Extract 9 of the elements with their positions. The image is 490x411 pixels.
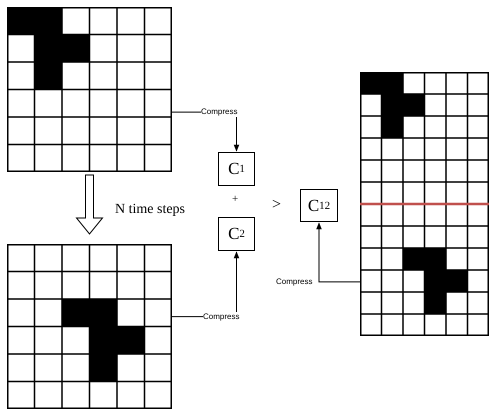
edge-label: Compress xyxy=(201,107,238,117)
grid-drawing xyxy=(7,244,172,409)
grid-drawing xyxy=(7,7,172,172)
grid-drawing xyxy=(360,72,489,336)
edge-label: N time steps xyxy=(115,202,185,218)
block-arrow xyxy=(75,174,104,235)
edge-label: Compress xyxy=(203,312,240,322)
edge-label: Compress xyxy=(276,277,312,287)
arrow xyxy=(316,222,360,282)
